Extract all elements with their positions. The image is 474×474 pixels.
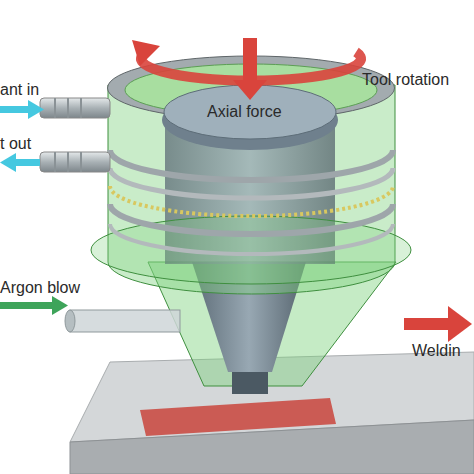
jacket-ring <box>110 224 393 254</box>
weld-seam <box>140 398 336 436</box>
jacket-flange <box>91 216 411 284</box>
argon-arrow <box>0 302 52 309</box>
argon-tube-end <box>65 310 75 332</box>
label-text: Argon blow <box>0 280 80 296</box>
jacket-ring <box>110 150 393 180</box>
coolant-out-arrow <box>14 159 40 166</box>
argon-tube <box>70 310 180 332</box>
force-arrowhead <box>233 80 267 100</box>
label-text: ant in <box>0 82 39 98</box>
jacket-ring <box>110 168 393 198</box>
bearing-ring <box>110 186 393 216</box>
coolant-outlet-fitting <box>40 152 110 172</box>
coolant-out-arrowhead <box>0 153 16 172</box>
label-text: t out <box>0 136 31 152</box>
jacket-ring <box>110 204 393 234</box>
welding-arrowhead <box>448 306 472 342</box>
fitting-ridges <box>55 98 81 118</box>
coolant-in-arrowhead <box>28 100 44 119</box>
label-text: Tool rotation <box>362 72 449 88</box>
label-text: Weldin <box>412 343 461 359</box>
force-arrow <box>243 38 257 82</box>
fitting-ridges <box>55 152 81 172</box>
rotation-arrowhead <box>132 40 160 66</box>
argon-arrowhead <box>52 296 68 315</box>
tool-pin <box>232 372 268 394</box>
plate-front <box>70 420 474 474</box>
label-text: Axial force <box>207 104 282 120</box>
coolant-inlet-fitting <box>40 98 110 118</box>
coolant-in-arrow <box>0 106 28 113</box>
welding-arrow <box>404 318 448 330</box>
